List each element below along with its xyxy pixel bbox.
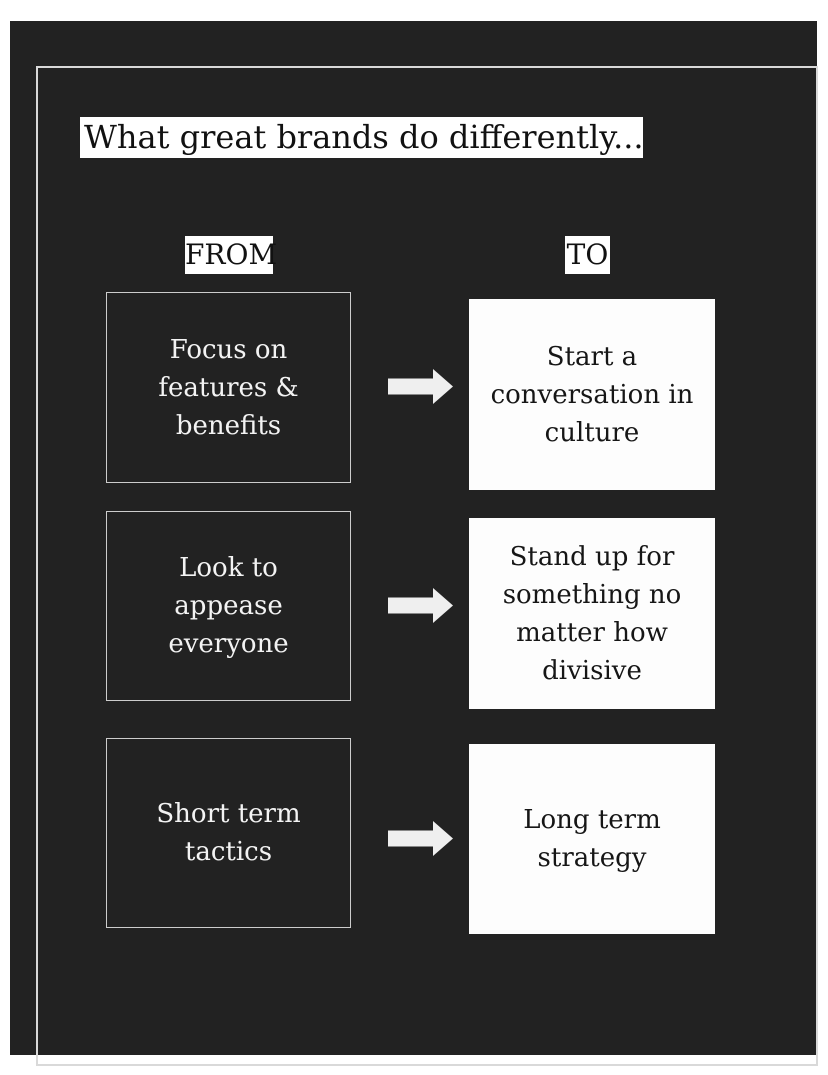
to-box-2: Stand up for something no matter how div…: [469, 518, 715, 709]
to-box-2-text: Stand up for something no matter how div…: [502, 541, 682, 686]
column-header-from: FROM: [185, 236, 277, 274]
column-header-to: TO: [565, 236, 610, 274]
from-box-3: Short term tactics: [106, 738, 351, 928]
from-box-2: Look to appease everyone: [106, 511, 351, 701]
to-box-1: Start a conversation in culture: [469, 299, 715, 490]
from-box-2-text: Look to appease everyone: [168, 553, 289, 659]
page-title: What great brands do differently...: [80, 117, 644, 158]
from-box-1-text: Focus on features & benefits: [158, 334, 299, 441]
to-box-3: Long term strategy: [469, 744, 715, 934]
slide-canvas: What great brands do differently... FROM…: [10, 21, 818, 1066]
to-box-1-text: Start a conversation in culture: [490, 341, 694, 448]
right-arrow-icon: [388, 821, 453, 856]
from-box-3-text: Short term tactics: [156, 799, 301, 867]
to-box-3-text: Long term strategy: [523, 805, 661, 873]
right-arrow-icon: [388, 369, 453, 404]
from-box-1: Focus on features & benefits: [106, 292, 351, 483]
right-arrow-icon: [388, 588, 453, 623]
frame-border: [36, 66, 818, 1066]
